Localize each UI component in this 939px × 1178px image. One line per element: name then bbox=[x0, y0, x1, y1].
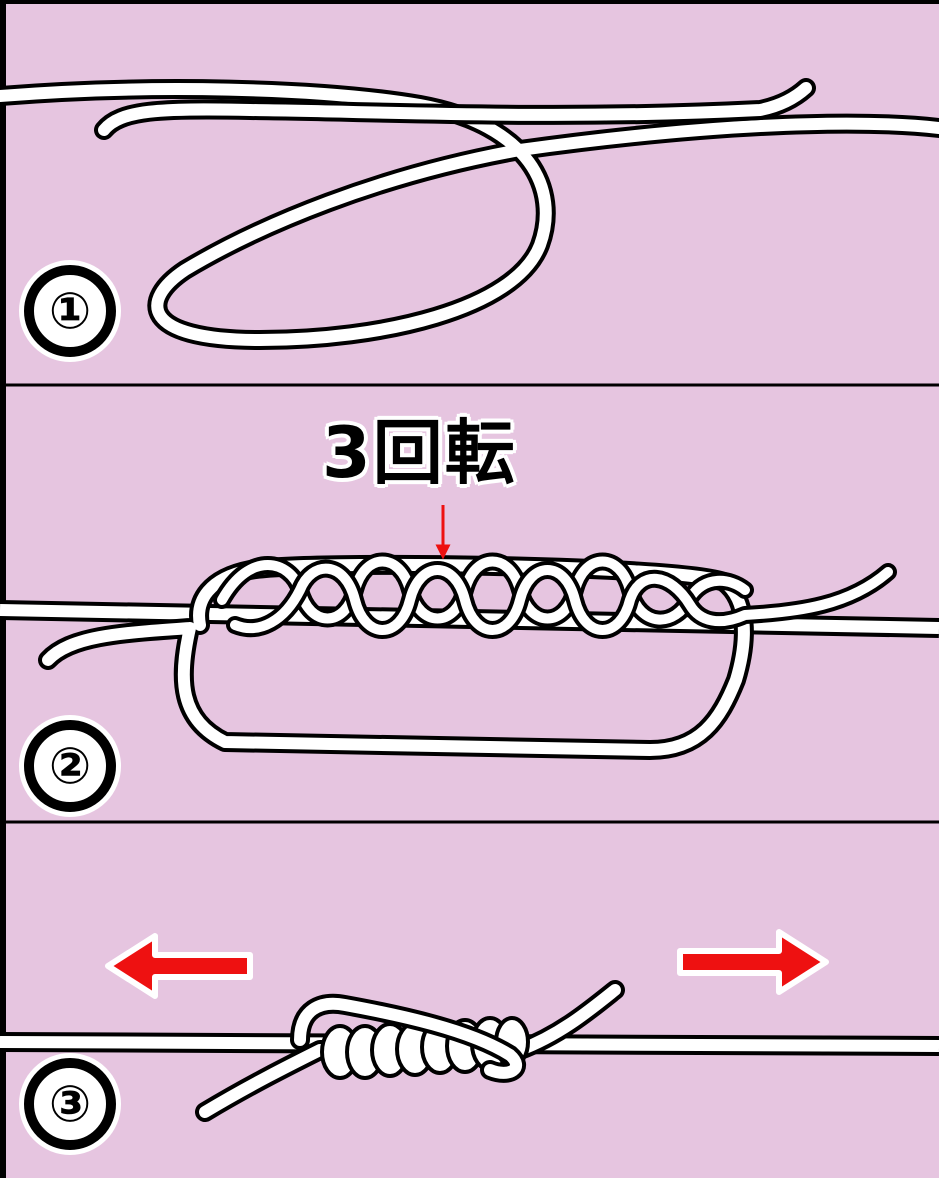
step2-twist-strand-b bbox=[226, 559, 897, 639]
rotation-count-label: 3回転 bbox=[322, 412, 517, 494]
step-number-badge-3: ③ bbox=[24, 1058, 116, 1150]
step3-tag-line bbox=[195, 980, 625, 1122]
pull-right-arrow bbox=[677, 929, 829, 995]
step3-overlap-loop bbox=[290, 993, 526, 1083]
step-number-badge-2: ② bbox=[24, 720, 116, 812]
pull-left-arrow bbox=[105, 933, 253, 999]
step1-tag-end bbox=[94, 78, 816, 140]
step1-loop-line bbox=[0, 79, 939, 350]
step-2-illustration bbox=[0, 505, 939, 760]
step2-twist-strand-a bbox=[213, 552, 754, 629]
top-frame-border bbox=[0, 0, 939, 4]
step-1-illustration bbox=[0, 78, 939, 350]
step-number-badge-1: ① bbox=[24, 265, 116, 357]
left-frame-border bbox=[0, 0, 6, 1178]
step-3-illustration bbox=[0, 929, 939, 1122]
